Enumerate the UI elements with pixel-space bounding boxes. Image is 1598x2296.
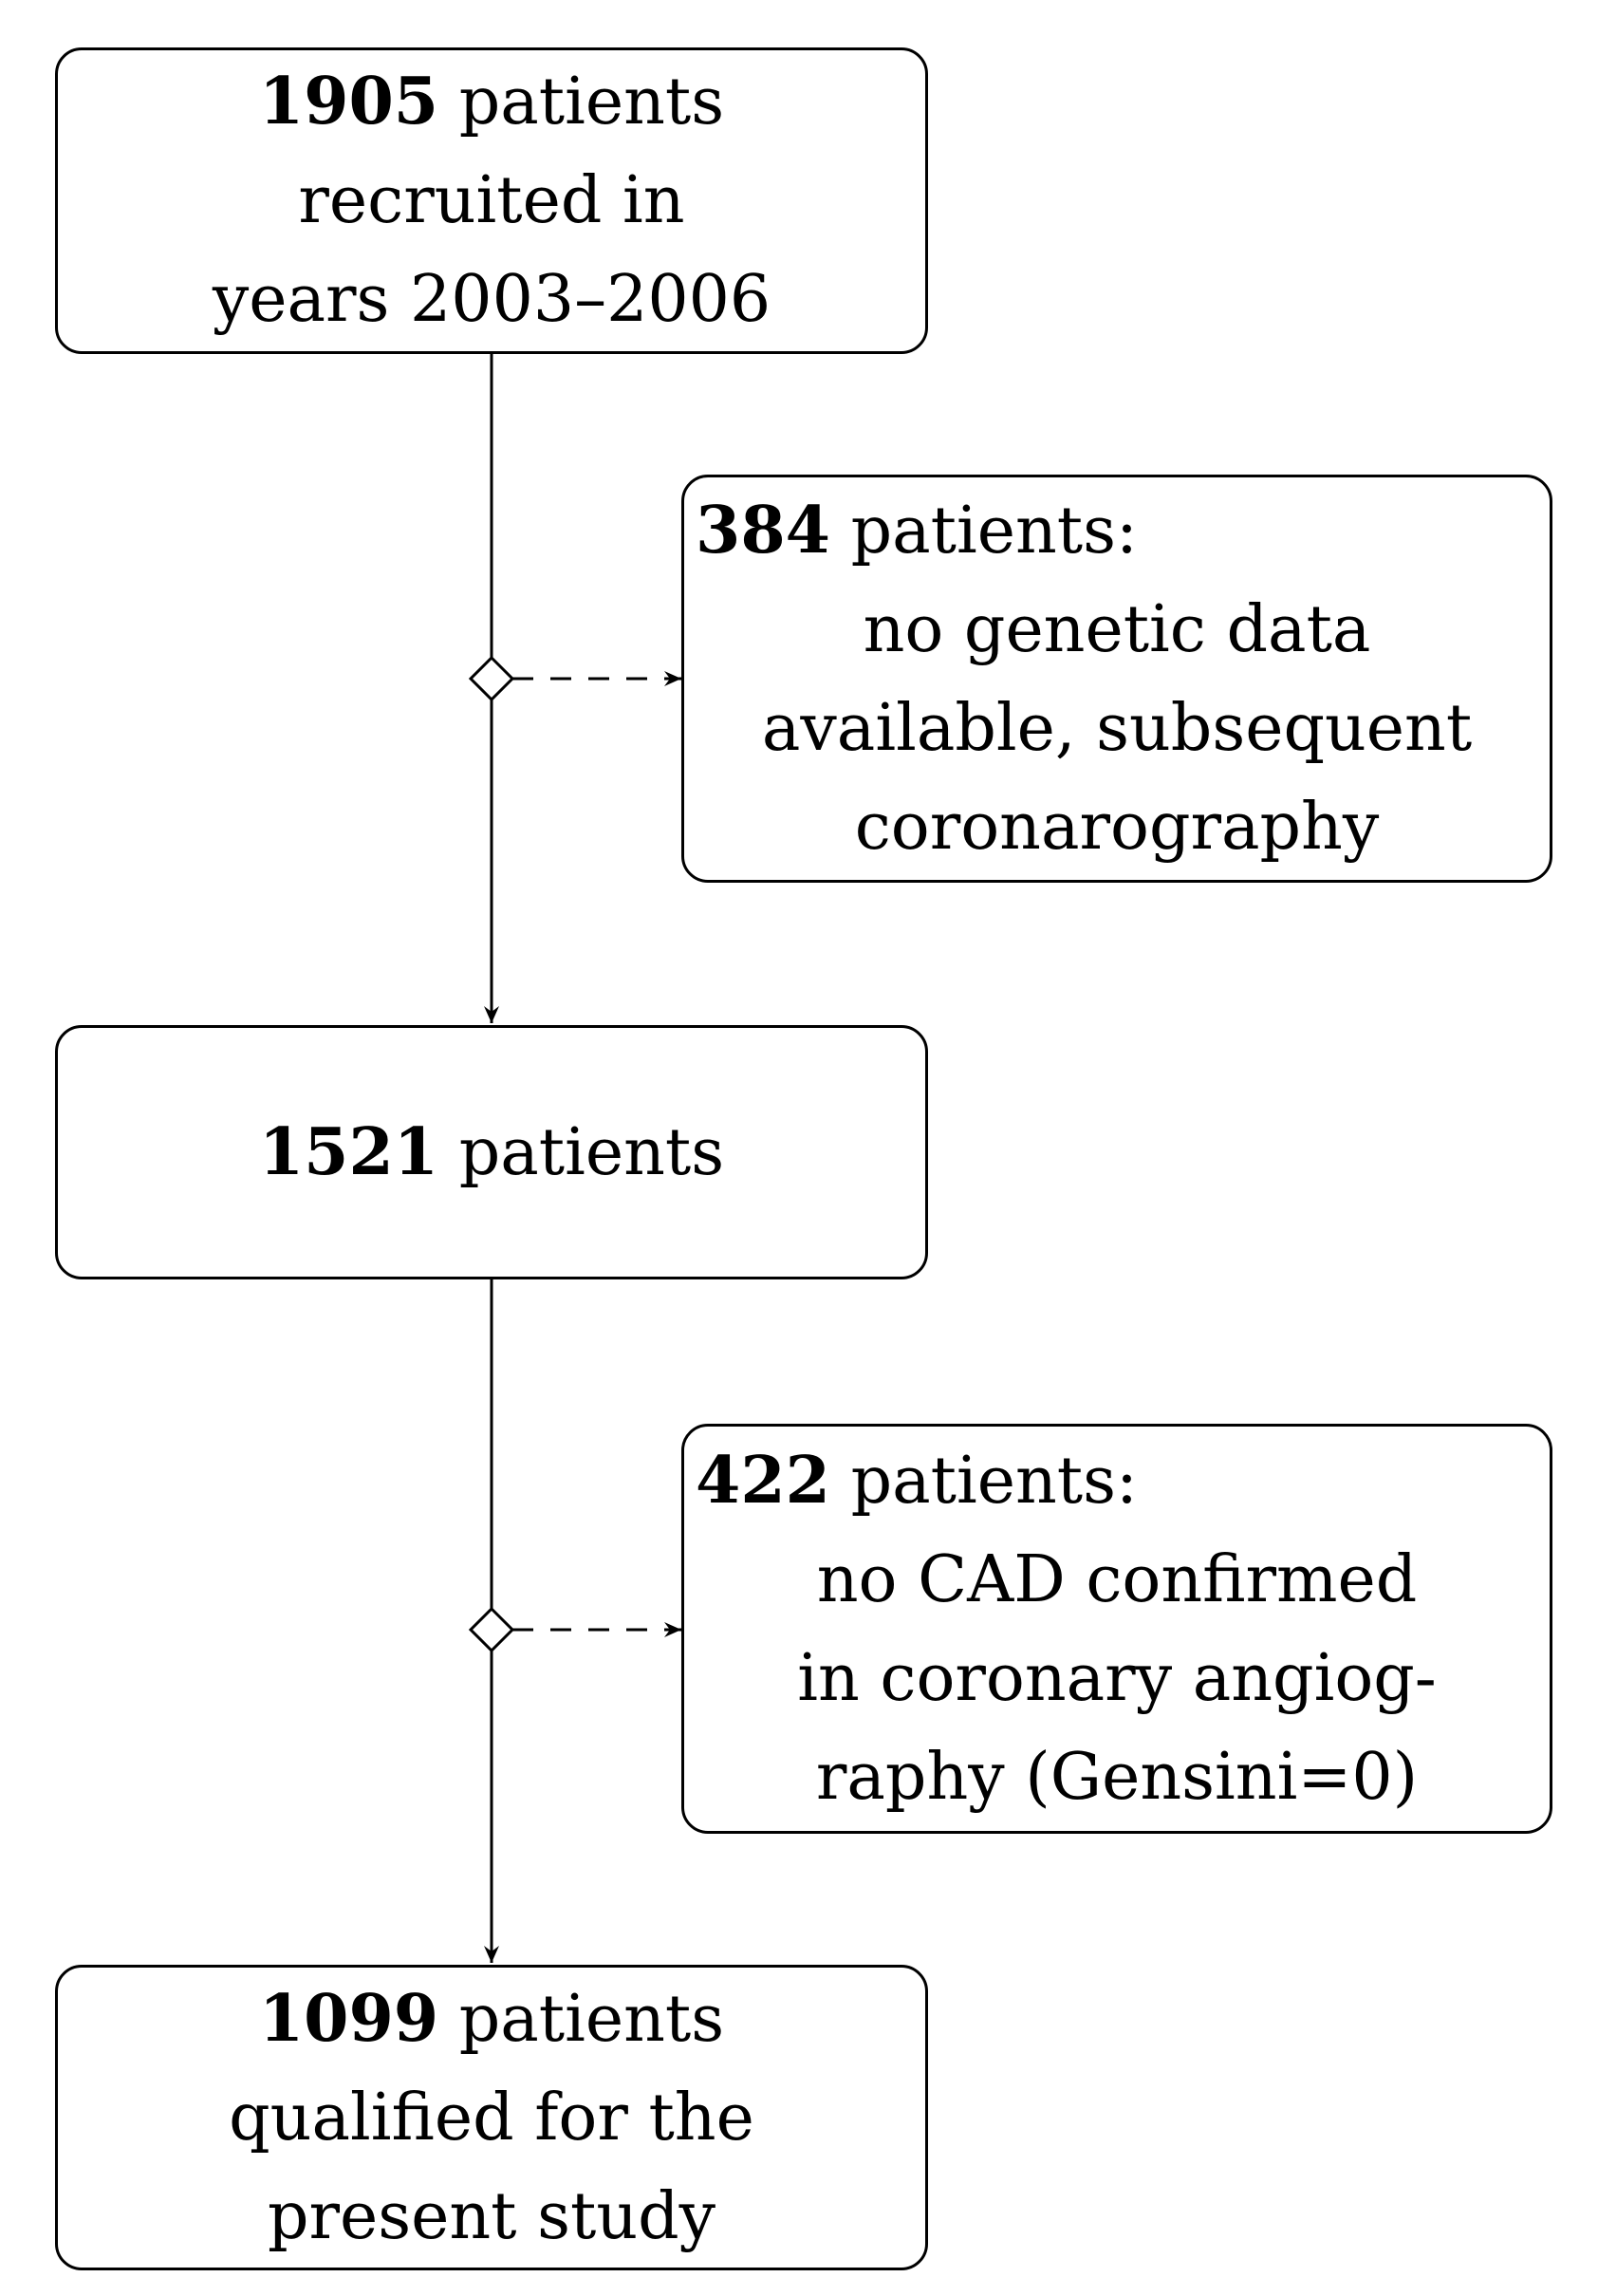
qualified-line-3: present study xyxy=(267,2178,716,2254)
cad-exclusion-box: 422 patients: no CAD confirmed in corona… xyxy=(681,1424,1552,1834)
genetic-exclusion-line-1: 384 patients: xyxy=(696,492,1138,569)
genetic-exclusion-line-4: coronarography xyxy=(854,789,1380,865)
genetic-exclusion-line-3: available, subsequent xyxy=(761,690,1473,766)
recruited-count: 1905 xyxy=(258,64,439,140)
cad-exclusion-line-1: 422 patients: xyxy=(696,1442,1138,1519)
recruited-line-2: recruited in xyxy=(298,163,685,238)
genetic-exclusion-count: 384 xyxy=(696,492,830,569)
remaining-line-1: 1521 patients xyxy=(258,1113,725,1190)
qualified-count: 1099 xyxy=(258,1980,439,2057)
recruited-line-3: years 2003–2006 xyxy=(212,262,771,337)
genetic-exclusion-line-2: no genetic data xyxy=(863,591,1371,667)
remaining-box: 1521 patients xyxy=(55,1025,928,1279)
cad-exclusion-count: 422 xyxy=(696,1442,830,1519)
qualified-line-1: 1099 patients xyxy=(258,1980,725,2057)
cad-exclusion-line-2: no CAD confirmed xyxy=(816,1541,1418,1617)
split-diamond-1 xyxy=(468,655,515,702)
split-diamond-2 xyxy=(468,1606,515,1653)
remaining-count: 1521 xyxy=(258,1113,439,1190)
cad-exclusion-line-3: in coronary angiog- xyxy=(797,1640,1437,1716)
recruited-box: 1905 patients recruited in years 2003–20… xyxy=(55,47,928,354)
genetic-exclusion-box: 384 patients: no genetic data available,… xyxy=(681,475,1552,883)
qualified-box: 1099 patients qualified for the present … xyxy=(55,1965,928,2270)
cad-exclusion-line-4: raphy (Gensini=0) xyxy=(815,1739,1419,1815)
qualified-line-2: qualified for the xyxy=(229,2080,754,2156)
recruited-line-1: 1905 patients xyxy=(258,64,725,140)
